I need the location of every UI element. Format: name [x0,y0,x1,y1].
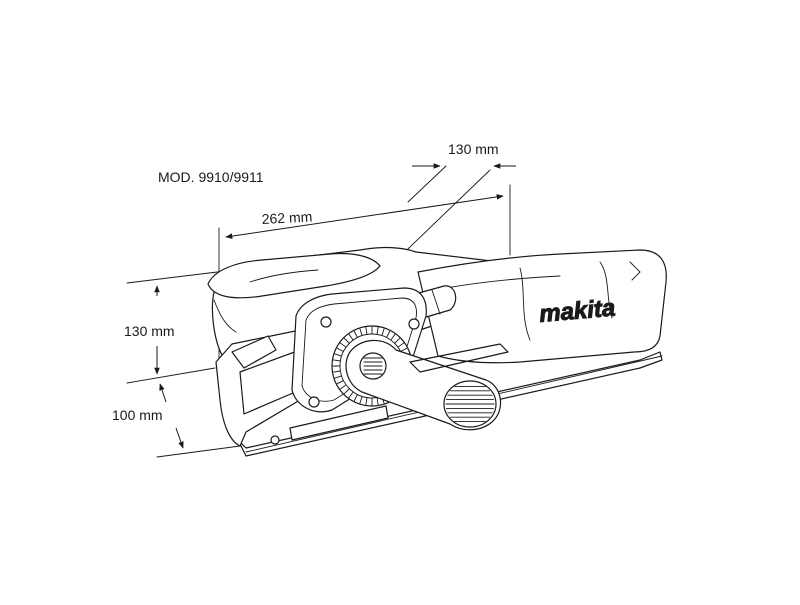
belt-width-ext-left [407,165,447,203]
cover-screw-3 [308,396,320,408]
cover-screw-1 [320,316,332,328]
wheel-rib [334,353,343,357]
wheel-rib [339,384,347,390]
housing-contour-1 [213,299,237,333]
belt-sander-drawing: makita [207,246,667,457]
height-upper-label: 130 mm [124,323,175,339]
wheel-rib [376,327,379,335]
wheel-rib [334,375,343,379]
dust-bag-fold-1 [445,275,561,289]
height-ext-mid [126,367,216,384]
wheel-rib [343,388,350,395]
wheel-rib [386,330,391,338]
height-lower-label: 100 mm [112,407,163,423]
height-ext-bottom [156,445,241,458]
wheel-rib [400,347,408,352]
wheel-rib [339,342,347,348]
wheel-rib [359,395,363,404]
lever-hub-lines [363,357,383,375]
wheel-rib [336,380,344,385]
wheel-rib [397,342,405,348]
dust-bag-fold-3 [599,261,613,319]
wheel-rib [365,327,368,335]
length-dim-line [225,194,504,239]
wheel-rib [353,394,358,402]
cover-screw-2 [408,318,420,330]
nozzle-ring [431,289,441,315]
wheel-rib [365,397,368,405]
dust-bag-fold-2 [519,267,531,341]
height-lower-arrow-top [159,383,167,403]
belt-width-label: 130 mm [448,141,499,157]
wheel-rib [343,337,350,344]
length-label: 262 mm [261,208,312,227]
dust-bag-clip [629,261,641,281]
wheel-rib [336,347,344,352]
wheel-rib [359,328,363,337]
frame-screw [270,435,280,445]
dust-bag [417,249,667,364]
wheel-rib [390,333,396,341]
handle-contour [249,269,319,283]
rear-roller-slots [445,385,495,423]
rear-handle [207,252,381,299]
dimension-height-lower: 100 mm [112,383,241,458]
model-label: MOD. 9910/9911 [158,169,264,185]
wheel-rib [394,337,401,344]
wheel-rib [381,328,385,337]
wheel-rib [376,397,379,405]
nameplate [289,405,389,441]
wheel-rib [353,330,358,338]
wheel-rib [333,359,341,362]
wheel-rib [348,333,354,341]
wheel-rib [348,391,354,399]
wheel-rib [333,370,341,373]
height-lower-arrow-bottom [175,427,184,449]
frame-window [231,335,277,369]
front-roller-guard [409,343,509,373]
